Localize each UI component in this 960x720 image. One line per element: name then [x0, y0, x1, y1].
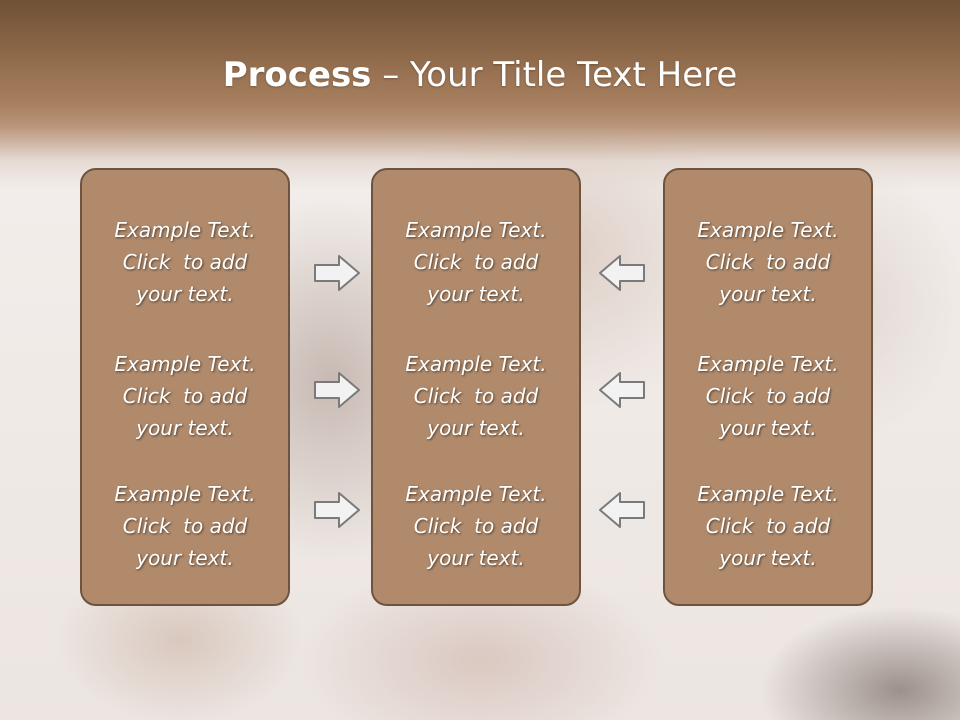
title-rest: – Your Title Text Here	[371, 55, 738, 95]
text-placeholder[interactable]: Example Text. Click to add your text.	[373, 478, 579, 574]
text-line: your text.	[719, 416, 817, 440]
header-band	[0, 0, 960, 190]
text-line: Click to add	[413, 384, 539, 408]
text-line: Example Text.	[114, 218, 256, 242]
text-line: Example Text.	[114, 352, 256, 376]
text-line: Click to add	[413, 250, 539, 274]
text-line: Example Text.	[114, 482, 256, 506]
text-placeholder[interactable]: Example Text. Click to add your text.	[82, 214, 288, 310]
text-line: your text.	[136, 546, 234, 570]
slide-title[interactable]: Process – Your Title Text Here	[0, 52, 960, 98]
text-line: Click to add	[705, 250, 831, 274]
process-box-center[interactable]: Example Text. Click to add your text. Ex…	[371, 168, 581, 606]
arrow-right-icon[interactable]	[313, 253, 361, 293]
process-box-right[interactable]: Example Text. Click to add your text. Ex…	[663, 168, 873, 606]
text-placeholder[interactable]: Example Text. Click to add your text.	[665, 348, 871, 444]
text-line: Click to add	[705, 514, 831, 538]
arrow-left-icon[interactable]	[598, 370, 646, 410]
text-line: Click to add	[122, 250, 248, 274]
text-line: Example Text.	[697, 352, 839, 376]
arrow-right-icon[interactable]	[313, 370, 361, 410]
text-line: your text.	[427, 546, 525, 570]
arrow-right-icon[interactable]	[313, 490, 361, 530]
text-line: Click to add	[413, 514, 539, 538]
text-line: Example Text.	[405, 352, 547, 376]
text-line: your text.	[427, 416, 525, 440]
process-box-left[interactable]: Example Text. Click to add your text. Ex…	[80, 168, 290, 606]
title-bold: Process	[222, 55, 372, 95]
text-placeholder[interactable]: Example Text. Click to add your text.	[665, 478, 871, 574]
text-line: Example Text.	[405, 482, 547, 506]
text-placeholder[interactable]: Example Text. Click to add your text.	[373, 348, 579, 444]
text-line: Click to add	[122, 384, 248, 408]
text-line: your text.	[136, 282, 234, 306]
arrow-left-icon[interactable]	[598, 253, 646, 293]
arrow-left-icon[interactable]	[598, 490, 646, 530]
text-line: Click to add	[122, 514, 248, 538]
text-line: your text.	[136, 416, 234, 440]
text-line: Example Text.	[697, 218, 839, 242]
text-line: your text.	[719, 546, 817, 570]
text-line: Example Text.	[697, 482, 839, 506]
text-placeholder[interactable]: Example Text. Click to add your text.	[82, 348, 288, 444]
text-placeholder[interactable]: Example Text. Click to add your text.	[373, 214, 579, 310]
text-placeholder[interactable]: Example Text. Click to add your text.	[665, 214, 871, 310]
text-line: Click to add	[705, 384, 831, 408]
text-line: Example Text.	[405, 218, 547, 242]
text-placeholder[interactable]: Example Text. Click to add your text.	[82, 478, 288, 574]
text-line: your text.	[427, 282, 525, 306]
text-line: your text.	[719, 282, 817, 306]
